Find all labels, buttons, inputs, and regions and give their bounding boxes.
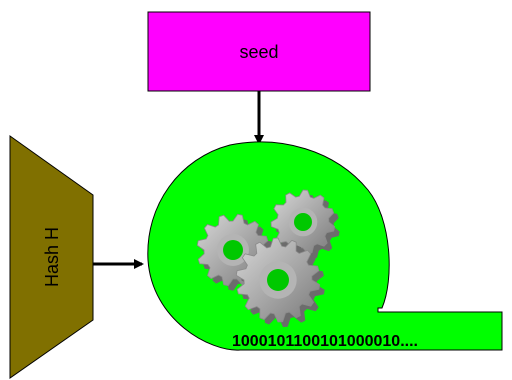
seed-label: seed	[239, 42, 278, 62]
output-bits: 1000101100101000010....	[232, 333, 418, 350]
hash-label: Hash H	[42, 227, 62, 287]
gear-bottom-icon-hole	[267, 269, 289, 291]
seed-box: seed	[147, 11, 371, 92]
gear-right-icon-hole	[294, 213, 312, 231]
gears-icon	[196, 189, 340, 327]
hash-block: Hash H	[9, 135, 94, 379]
gear-left-icon-hole	[223, 240, 243, 260]
